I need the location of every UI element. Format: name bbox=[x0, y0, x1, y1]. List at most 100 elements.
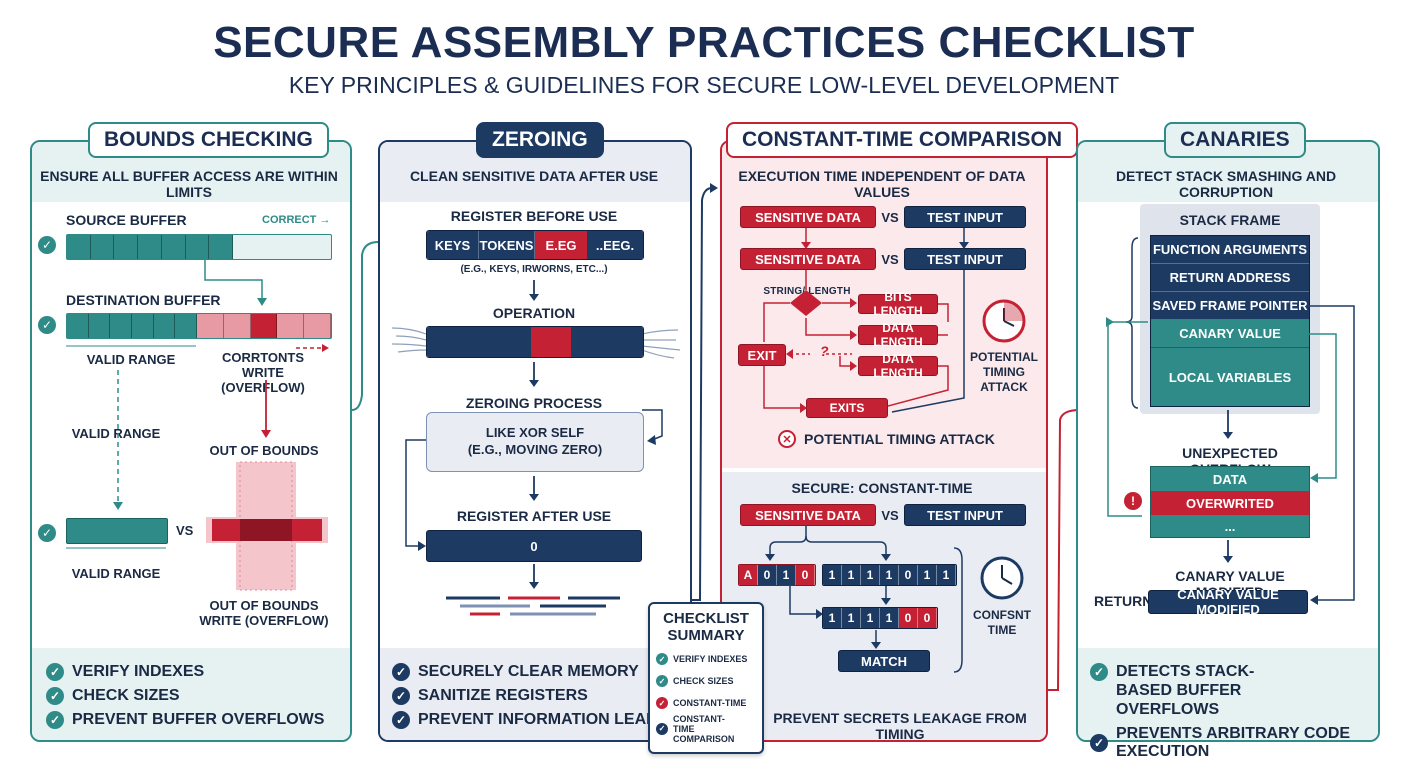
zeroing-subtitle: CLEAN SENSITIVE DATA AFTER USE bbox=[409, 168, 659, 184]
register-after-value: 0 bbox=[426, 530, 642, 562]
overflow-write-label: CORRTONTS WRITE (OVERFLOW) bbox=[221, 350, 305, 395]
canary-modified-box: CANARY VALUE MODIFIED bbox=[1148, 587, 1308, 617]
check-icon: ✓ bbox=[1090, 663, 1108, 681]
check-icon: ✓ bbox=[46, 663, 64, 681]
stack-frame-list: FUNCTION ARGUMENTS RETURN ADDRESS SAVED … bbox=[1150, 235, 1310, 407]
constant-time-footer: PREVENT SECRETS LEAKAGE FROM TIMING bbox=[773, 710, 1027, 742]
valid-range-label: VALID RANGE bbox=[86, 352, 176, 367]
frame-item: FUNCTION ARGUMENTS bbox=[1151, 236, 1309, 264]
register-cell: TOKENS bbox=[479, 231, 535, 259]
warning-icon: ! bbox=[1124, 492, 1142, 510]
destination-buffer-label: DESTINATION BUFFER bbox=[66, 292, 221, 308]
frame-item: LOCAL VARIABLES bbox=[1151, 348, 1309, 406]
out-of-bounds-write-label: OUT OF BOUNDS WRITE (OVERFLOW) bbox=[199, 598, 329, 628]
sensitive-data-box: SENSITIVE DATA bbox=[740, 504, 876, 526]
secure-constant-time-label: SECURE: CONSTANT-TIME bbox=[791, 480, 973, 496]
check-icon: ✓ bbox=[656, 723, 668, 735]
checklist-item: ✓PREVENT BUFFER OVERFLOWS bbox=[46, 708, 324, 732]
page-title: SECURE ASSEMBLY PRACTICES CHECKLIST bbox=[213, 18, 1195, 67]
register-cell: ..EEG. bbox=[587, 231, 643, 259]
checklist-item: ✓DETECTS STACK-BASED BUFFER OVERFLOWS bbox=[1090, 662, 1370, 719]
timing-attack-warning: ✕ POTENTIAL TIMING ATTACK bbox=[778, 430, 995, 448]
test-input-box: TEST INPUT bbox=[904, 206, 1026, 228]
canaries-title: CANARIES bbox=[1164, 122, 1306, 158]
bit-row-a: A 0 1 0 bbox=[738, 564, 816, 586]
checklist-item: ✓SANITIZE REGISTERS bbox=[392, 684, 692, 708]
check-icon: ✓ bbox=[38, 524, 56, 542]
check-icon: ✓ bbox=[656, 653, 668, 665]
summary-item: ✓VERIFY INDEXES bbox=[656, 648, 762, 670]
register-before-bar: KEYS TOKENS E.EG ..EEG. bbox=[426, 230, 644, 260]
checklist-item: ✓SECURELY CLEAR MEMORY bbox=[392, 660, 692, 684]
vs-label: VS bbox=[881, 210, 899, 225]
operation-bar bbox=[426, 326, 644, 358]
canary-value-item: CANARY VALUE bbox=[1151, 320, 1309, 348]
summary-item: ✓CONSTANT-TIME COMPARISON bbox=[656, 714, 762, 744]
register-after-label: REGISTER AFTER USE bbox=[456, 508, 612, 524]
constant-time-title: CONSTANT-TIME COMPARISON bbox=[726, 122, 1079, 158]
check-icon: ✓ bbox=[46, 687, 64, 705]
checklist-item: ✓PREVENTS ARBITRARY CODE EXECUTION bbox=[1090, 725, 1370, 761]
valid-buffer-bar bbox=[66, 518, 168, 544]
check-icon: ✓ bbox=[392, 711, 410, 729]
check-icon: ✓ bbox=[38, 316, 56, 334]
operation-label: OPERATION bbox=[492, 305, 576, 321]
sensitive-data-box: SENSITIVE DATA bbox=[740, 248, 876, 270]
constant-time-subtitle: EXECUTION TIME INDEPENDENT OF DATA VALUE… bbox=[738, 168, 1026, 200]
frame-item: RETURN ADDRESS bbox=[1151, 264, 1309, 292]
check-icon: ✓ bbox=[1090, 734, 1108, 752]
vs-label: VS bbox=[881, 252, 899, 267]
checklist-summary-title: CHECKLIST SUMMARY bbox=[663, 610, 749, 644]
vs-label: VS bbox=[881, 508, 899, 523]
check-icon: ✓ bbox=[46, 711, 64, 729]
frame-item: SAVED FRAME POINTER bbox=[1151, 292, 1309, 320]
zeroing-process-box: LIKE XOR SELF (E.G., MOVING ZERO) bbox=[426, 412, 644, 472]
zeroing-process-label: ZEROING PROCESS bbox=[465, 395, 603, 411]
bounds-checklist: ✓VERIFY INDEXES ✓CHECK SIZES ✓PREVENT BU… bbox=[46, 660, 324, 732]
return-label: RETURN bbox=[1094, 593, 1153, 609]
vs-label: VS bbox=[176, 523, 194, 538]
valid-range-label: VALID RANGE bbox=[71, 566, 161, 581]
overflow-item: DATA bbox=[1151, 467, 1309, 491]
register-note: (E.G., KEYS, IRWORNS, ETC...) bbox=[460, 264, 608, 275]
overflow-list: DATA OVERWRITED ... bbox=[1150, 466, 1310, 538]
check-icon: ✓ bbox=[392, 687, 410, 705]
bit-row-b: 1 1 1 1 0 1 1 bbox=[822, 564, 957, 586]
out-of-bounds-label: OUT OF BOUNDS bbox=[209, 443, 319, 458]
zeroing-title: ZEROING bbox=[476, 122, 604, 158]
canaries-checklist: ✓DETECTS STACK-BASED BUFFER OVERFLOWS ✓P… bbox=[1090, 662, 1370, 761]
checklist-item: ✓PREVENT INFORMATION LEAKAGE bbox=[392, 708, 692, 732]
exit-question-mark: ? bbox=[820, 343, 829, 359]
overflow-item: ... bbox=[1151, 515, 1309, 537]
checklist-item: ✓VERIFY INDEXES bbox=[46, 660, 324, 684]
register-cell: KEYS bbox=[427, 231, 479, 259]
exit-box: EXIT bbox=[738, 344, 786, 366]
correct-label: CORRECT → bbox=[262, 214, 331, 226]
checklist-summary: CHECKLIST SUMMARY ✓VERIFY INDEXES ✓CHECK… bbox=[648, 602, 764, 754]
summary-item: ✓CONSTANT-TIME bbox=[656, 692, 762, 714]
check-icon: ✓ bbox=[38, 236, 56, 254]
check-icon: ✓ bbox=[656, 697, 668, 709]
exits-box: EXITS bbox=[806, 398, 888, 418]
bit-row-c: 1 1 1 1 0 0 bbox=[822, 607, 938, 629]
sensitive-data-box: SENSITIVE DATA bbox=[740, 206, 876, 228]
checklist-item: ✓CHECK SIZES bbox=[46, 684, 324, 708]
summary-item: ✓CHECK SIZES bbox=[656, 670, 762, 692]
bounds-checking-title: BOUNDS CHECKING bbox=[88, 122, 329, 158]
check-icon: ✓ bbox=[656, 675, 668, 687]
overwrited-item: OVERWRITED bbox=[1151, 491, 1309, 515]
match-box: MATCH bbox=[838, 650, 930, 672]
page-subtitle: KEY PRINCIPLES & GUIDELINES FOR SECURE L… bbox=[288, 72, 1120, 98]
destination-buffer-bar bbox=[66, 313, 332, 339]
check-icon: ✓ bbox=[392, 663, 410, 681]
valid-range-label: VALID RANGE bbox=[71, 426, 161, 441]
register-cell: E.EG bbox=[535, 231, 587, 259]
zeroing-checklist: ✓SECURELY CLEAR MEMORY ✓SANITIZE REGISTE… bbox=[392, 660, 692, 732]
register-before-label: REGISTER BEFORE USE bbox=[450, 208, 618, 224]
test-input-box: TEST INPUT bbox=[904, 504, 1026, 526]
test-input-box: TEST INPUT bbox=[904, 248, 1026, 270]
